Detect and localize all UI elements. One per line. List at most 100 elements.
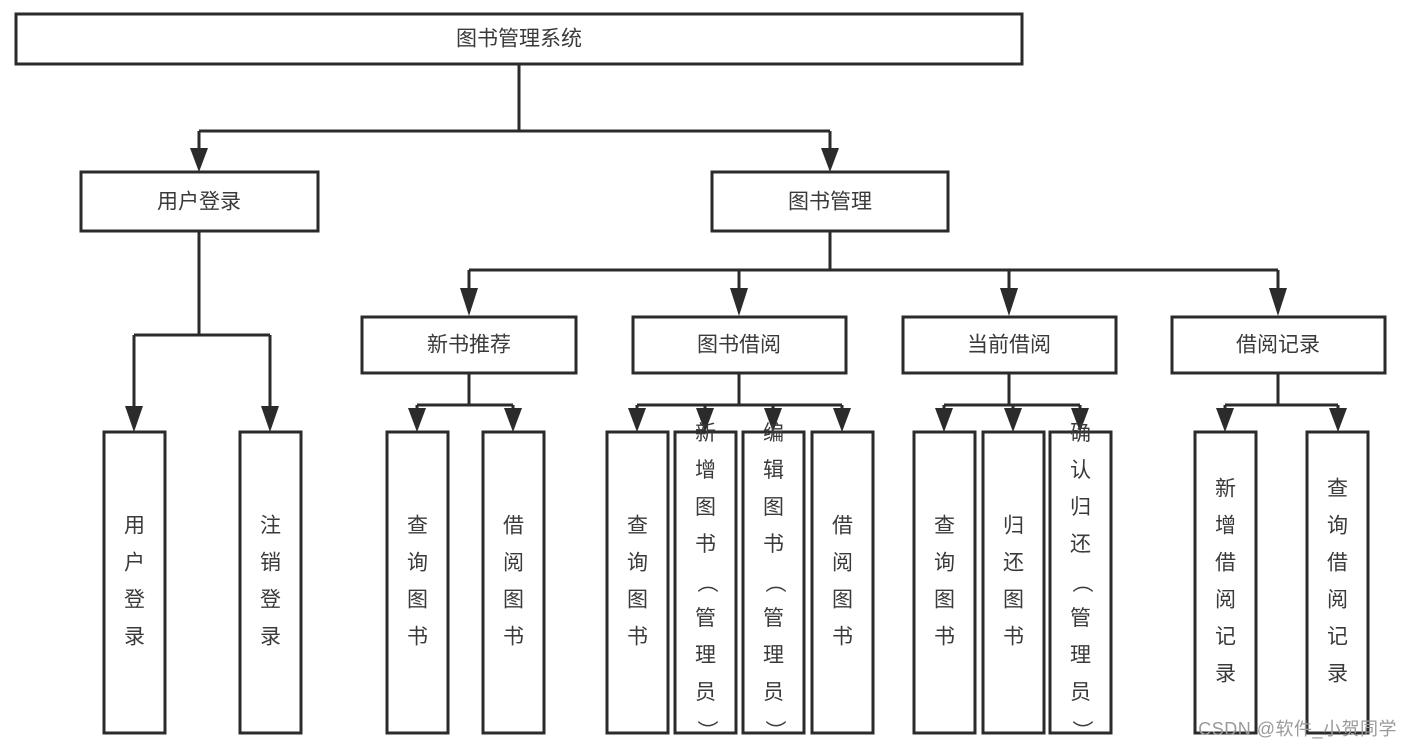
arrow-head-leaf-logout-login: [261, 406, 279, 432]
glyph: 登: [260, 589, 281, 612]
node-box-leaf-add-borrow-record[interactable]: [1193, 430, 1258, 735]
glyph: 书: [407, 626, 428, 649]
glyph: 询: [1327, 515, 1348, 538]
node-leaf-add-borrow-record[interactable]: [1193, 430, 1258, 735]
glyph: 阅: [503, 552, 524, 575]
glyph: 书: [1003, 626, 1024, 649]
node-leaf-query-borrow-record[interactable]: [1305, 430, 1370, 735]
glyph: 录: [1327, 663, 1348, 686]
glyph: 阅: [1215, 589, 1236, 612]
glyph: 书: [832, 626, 853, 649]
node-box-leaf-edit-book-admin[interactable]: [741, 430, 806, 735]
node-leaf-confirm-return-admin[interactable]: [1048, 430, 1113, 735]
glyph: 图: [695, 496, 716, 519]
glyph: 还: [1070, 533, 1091, 556]
node-leaf-borrow-book-1[interactable]: [481, 430, 546, 735]
node-label-user-login: 用户登录: [157, 191, 241, 214]
node-box-borrow-record[interactable]: [1170, 315, 1387, 375]
glyph: 阅: [1327, 589, 1348, 612]
glyph: 编: [763, 422, 784, 445]
glyph: 查: [407, 515, 428, 538]
glyph: 员: [763, 681, 784, 704]
node-label-book-management: 图书管理: [788, 191, 872, 214]
node-leaf-query-book-3[interactable]: [912, 430, 977, 735]
glyph: （: [695, 572, 718, 593]
node-book-borrow[interactable]: 图书借阅: [631, 315, 848, 375]
node-box-user-login[interactable]: [79, 170, 320, 233]
node-leaf-user-login[interactable]: [102, 430, 167, 735]
node-box-leaf-query-book-2[interactable]: [605, 430, 670, 735]
node-book-management[interactable]: 图书管理: [710, 170, 950, 233]
node-box-new-book-recommend[interactable]: [360, 315, 578, 375]
node-box-book-borrow[interactable]: [631, 315, 848, 375]
node-user-login[interactable]: 用户登录: [79, 170, 320, 233]
glyph: 新: [1215, 478, 1236, 501]
glyph: 理: [695, 644, 716, 667]
glyph: 借: [1327, 552, 1348, 575]
glyph: 书: [627, 626, 648, 649]
arrow-head-leaf-query-book-3: [935, 408, 953, 432]
node-leaf-borrow-book-2[interactable]: [810, 430, 875, 735]
glyph: 注: [260, 515, 281, 538]
node-box-leaf-user-login[interactable]: [102, 430, 167, 735]
glyph: （: [1070, 572, 1093, 593]
node-leaf-query-book-2[interactable]: [605, 430, 670, 735]
node-box-leaf-confirm-return-admin[interactable]: [1048, 430, 1113, 735]
glyph: 辑: [763, 459, 784, 482]
arrow-head-leaf-add-borrow-record: [1216, 408, 1234, 432]
glyph: 阅: [832, 552, 853, 575]
arrow-head-leaf-confirm-return-admin: [1071, 408, 1089, 432]
glyph: 询: [934, 552, 955, 575]
glyph: 录: [260, 626, 281, 649]
glyph: 记: [1215, 626, 1236, 649]
glyph: 认: [1070, 459, 1091, 482]
glyph: 管: [1070, 607, 1091, 630]
glyph: 借: [832, 515, 853, 538]
glyph: 借: [1215, 552, 1236, 575]
arrow-head-leaf-edit-book-admin: [764, 408, 782, 432]
glyph: 归: [1070, 496, 1091, 519]
arrow-head-new-book-recommend: [460, 288, 478, 316]
glyph: 图: [1003, 589, 1024, 612]
node-leaf-query-book-1[interactable]: [385, 430, 450, 735]
node-leaf-return-book[interactable]: [981, 430, 1046, 735]
glyph: 查: [1327, 478, 1348, 501]
node-box-leaf-add-book-admin[interactable]: [673, 430, 738, 735]
node-box-leaf-query-book-1[interactable]: [385, 430, 450, 735]
node-box-title-root[interactable]: [14, 12, 1024, 66]
node-label-borrow-record: 借阅记录: [1236, 334, 1320, 357]
node-box-leaf-borrow-book-2[interactable]: [810, 430, 875, 735]
node-box-book-management[interactable]: [710, 170, 950, 233]
node-label-leaf-user-login: 用户登录: [124, 515, 145, 649]
node-box-leaf-query-book-3[interactable]: [912, 430, 977, 735]
node-leaf-logout-login[interactable]: [238, 430, 303, 735]
node-current-borrow[interactable]: 当前借阅: [901, 315, 1118, 375]
arrow-head-book-borrow: [730, 288, 748, 316]
node-leaf-add-book-admin[interactable]: [673, 430, 738, 735]
node-borrow-record[interactable]: 借阅记录: [1170, 315, 1387, 375]
glyph: 图: [503, 589, 524, 612]
arrow-head-borrow-record: [1269, 288, 1287, 316]
watermark-text: CSDN @软件_小贺同学: [1198, 719, 1397, 739]
glyph: 记: [1327, 626, 1348, 649]
glyph: 书: [695, 533, 716, 556]
node-box-leaf-borrow-book-1[interactable]: [481, 430, 546, 735]
node-title-root[interactable]: 图书管理系统: [14, 12, 1024, 66]
glyph: 录: [1215, 663, 1236, 686]
node-label-book-borrow: 图书借阅: [697, 334, 781, 357]
node-leaf-edit-book-admin[interactable]: [741, 430, 806, 735]
node-box-leaf-return-book[interactable]: [981, 430, 1046, 735]
node-box-leaf-logout-login[interactable]: [238, 430, 303, 735]
node-box-current-borrow[interactable]: [901, 315, 1118, 375]
node-new-book-recommend[interactable]: 新书推荐: [360, 315, 578, 375]
node-box-leaf-query-borrow-record[interactable]: [1305, 430, 1370, 735]
glyph: 询: [407, 552, 428, 575]
